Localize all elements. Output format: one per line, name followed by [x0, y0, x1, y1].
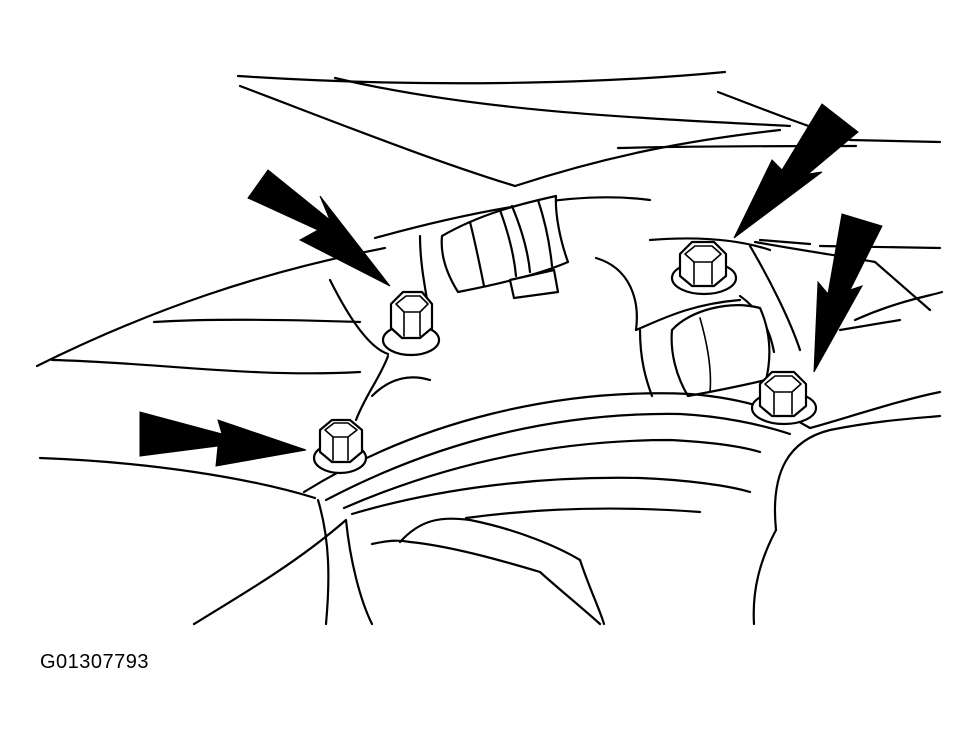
arrow-right — [813, 213, 883, 373]
arrow-upper-left — [247, 169, 391, 287]
figure-id-label: G01307793 — [40, 651, 150, 673]
lower-housing — [302, 390, 942, 626]
hose-clamp — [440, 194, 570, 300]
arrow-left — [139, 411, 307, 467]
upper-housing-outline — [236, 70, 942, 188]
lower-pan — [192, 517, 606, 626]
bolt-lower-left — [312, 418, 368, 475]
bolt-upper-right — [670, 240, 738, 296]
mount-insulator — [670, 304, 771, 398]
bolt-lower-right — [750, 370, 818, 426]
arrow-upper-right — [733, 103, 859, 239]
bolt-upper-left — [381, 290, 441, 357]
